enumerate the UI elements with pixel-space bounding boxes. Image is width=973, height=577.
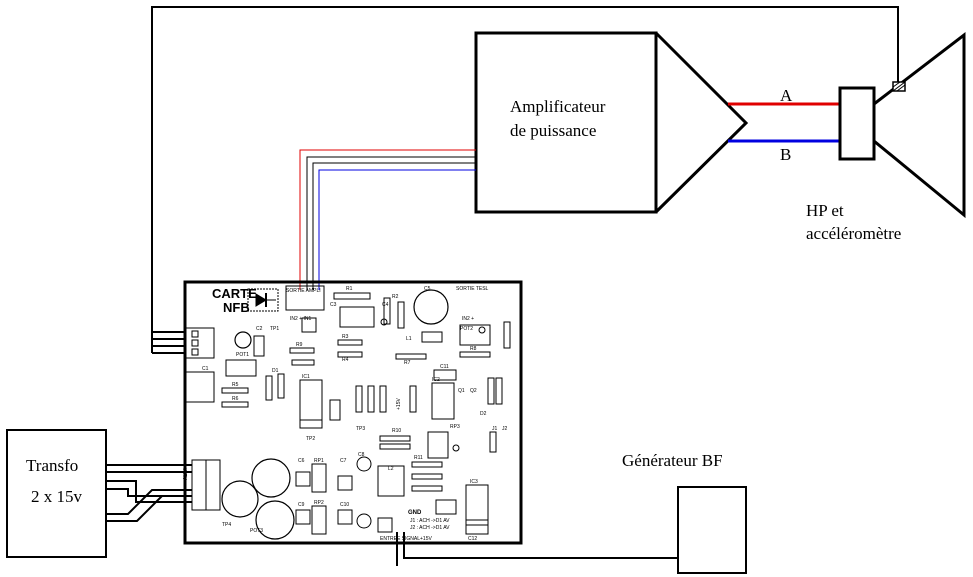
svg-text:R1: R1: [346, 286, 353, 292]
speaker-with-accelerometer: HP et accéléromètre: [806, 31, 966, 243]
svg-text:RP3: RP3: [450, 424, 460, 430]
svg-text:RP1: RP1: [314, 458, 324, 464]
svg-text:J2 : ACH ->D1 AV: J2 : ACH ->D1 AV: [410, 525, 450, 531]
svg-text:POT2: POT2: [460, 326, 473, 332]
svg-text:ENTREE SIGNAL: ENTREE SIGNAL: [380, 536, 420, 542]
svg-text:TP2: TP2: [306, 436, 315, 442]
transformer: Transfo 2 x 15v: [6, 429, 107, 558]
signal-generator: Générateur BF: [396, 451, 747, 574]
svg-text:R7: R7: [404, 360, 411, 366]
svg-text:POT1: POT1: [236, 352, 249, 358]
svg-text:IN2 +: IN2 +: [462, 316, 474, 322]
svg-text:D2: D2: [480, 411, 487, 417]
transformer-wires: [106, 464, 192, 522]
svg-text:L1: L1: [406, 336, 412, 342]
feedback-connector: [185, 327, 215, 359]
svg-text:POT3: POT3: [250, 528, 263, 534]
svg-text:C4: C4: [382, 302, 389, 308]
svg-text:C10: C10: [340, 502, 349, 508]
input-connector: [285, 285, 325, 311]
svg-text:R5: R5: [232, 382, 239, 388]
svg-text:ALIM: ALIM: [183, 468, 189, 480]
speaker-label-line1: HP et: [806, 201, 844, 220]
svg-text:R8: R8: [470, 346, 477, 352]
svg-text:J1: J1: [492, 426, 498, 432]
amplifier-label-line2: de puissance: [510, 121, 596, 140]
svg-text:C8: C8: [358, 452, 365, 458]
svg-text:R2: R2: [392, 294, 399, 300]
svg-text:C11: C11: [440, 364, 449, 370]
svg-text:R3: R3: [342, 334, 349, 340]
speaker-wires: A B: [728, 86, 840, 164]
speaker-label-line2: accéléromètre: [806, 224, 901, 243]
amplifier-input-wires: [299, 149, 476, 290]
svg-text:D1: D1: [272, 368, 279, 374]
svg-text:C9: C9: [298, 502, 305, 508]
svg-text:C12: C12: [468, 536, 477, 542]
diode-icon: [247, 288, 279, 312]
wire-b-label: B: [780, 145, 791, 164]
svg-text:Q1: Q1: [458, 388, 465, 394]
svg-text:IC1: IC1: [302, 374, 310, 380]
large-capacitors: [221, 289, 449, 540]
amplifier-label-line1: Amplificateur: [510, 97, 606, 116]
svg-text:R9: R9: [296, 342, 303, 348]
svg-text:J2: J2: [502, 426, 508, 432]
svg-text:C5: C5: [424, 286, 431, 292]
svg-text:C2: C2: [256, 326, 263, 332]
svg-text:R11: R11: [414, 455, 423, 461]
svg-text:C1: C1: [202, 366, 209, 372]
svg-text:IC2: IC2: [432, 377, 440, 383]
svg-text:C6: C6: [298, 458, 305, 464]
svg-text:+15V: +15V: [396, 398, 402, 410]
svg-text:C3: C3: [330, 302, 337, 308]
wire-a-label: A: [780, 86, 793, 105]
board-components: [185, 292, 511, 535]
feedback-wire: [151, 6, 899, 354]
power-amplifier: Amplificateur de puissance: [474, 31, 749, 214]
svg-text:L2: L2: [388, 466, 394, 472]
small-round-parts: [356, 318, 486, 529]
svg-text:J1 : ACH ->D1 AV: J1 : ACH ->D1 AV: [410, 518, 450, 524]
svg-text:GND: GND: [408, 510, 422, 516]
svg-text:TP1: TP1: [270, 326, 279, 332]
svg-text:TP4: TP4: [222, 522, 231, 528]
svg-text:+15V: +15V: [420, 536, 432, 542]
svg-text:R6: R6: [232, 396, 239, 402]
svg-text:IN2 + IN1: IN2 + IN1: [290, 316, 311, 322]
svg-text:IC3: IC3: [470, 479, 478, 485]
board-title-line1: CARTE: [212, 286, 257, 301]
svg-text:RP2: RP2: [314, 500, 324, 506]
svg-text:R10: R10: [392, 428, 401, 434]
svg-text:TP3: TP3: [356, 426, 365, 432]
transformer-label-line1: Transfo: [26, 456, 78, 475]
svg-text:SORTIE AMPLI: SORTIE AMPLI: [286, 288, 321, 294]
transformer-label-line2: 2 x 15v: [31, 487, 83, 506]
generator-label: Générateur BF: [622, 451, 723, 470]
nfb-board: CARTE NFB SORTIE AMPLI IN2 + IN1 ALIM: [183, 280, 523, 545]
board-title-line2: NFB: [223, 300, 250, 315]
svg-text:C7: C7: [340, 458, 347, 464]
svg-text:R4: R4: [342, 357, 349, 363]
svg-text:SORTIE TESL: SORTIE TESL: [456, 286, 489, 292]
svg-text:Q2: Q2: [470, 388, 477, 394]
power-connector: [191, 459, 221, 511]
